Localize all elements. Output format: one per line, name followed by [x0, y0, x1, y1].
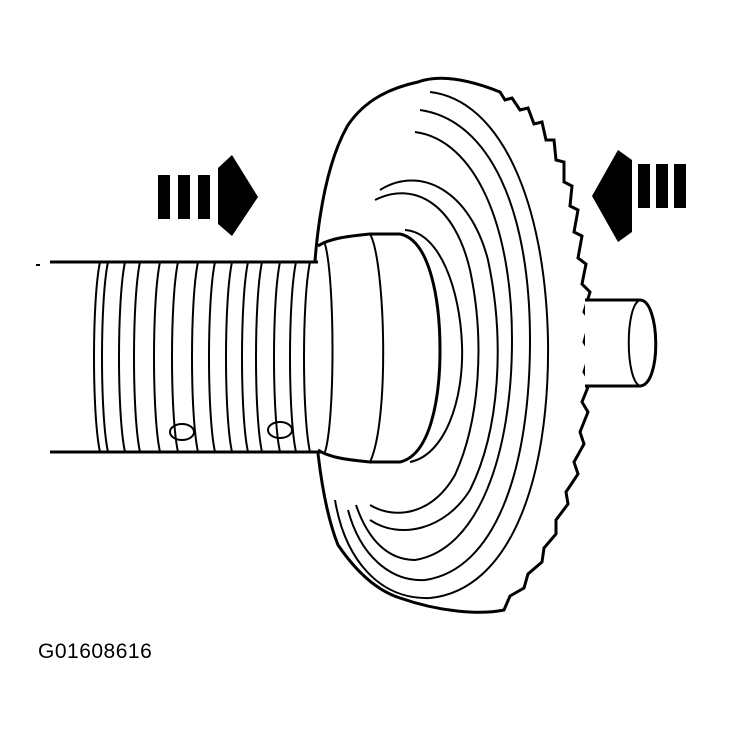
shaft-grooves	[93, 261, 311, 453]
left-press-arrow-icon	[158, 155, 258, 236]
stub-shaft	[585, 298, 658, 388]
right-press-arrow-icon	[592, 150, 686, 242]
gear-ring-3	[355, 131, 514, 562]
gear-bore	[404, 229, 464, 463]
hub-collar	[317, 232, 442, 464]
gear-ring-2	[347, 109, 532, 582]
gear-outer-rim	[310, 76, 592, 614]
gear-ring-5	[369, 192, 480, 514]
oil-hole-1	[169, 423, 195, 441]
figure-id-label: G01608616	[38, 640, 153, 663]
oil-hole-2	[267, 421, 293, 439]
gear-ring-1	[334, 91, 550, 600]
gear-ring-4	[369, 179, 499, 531]
